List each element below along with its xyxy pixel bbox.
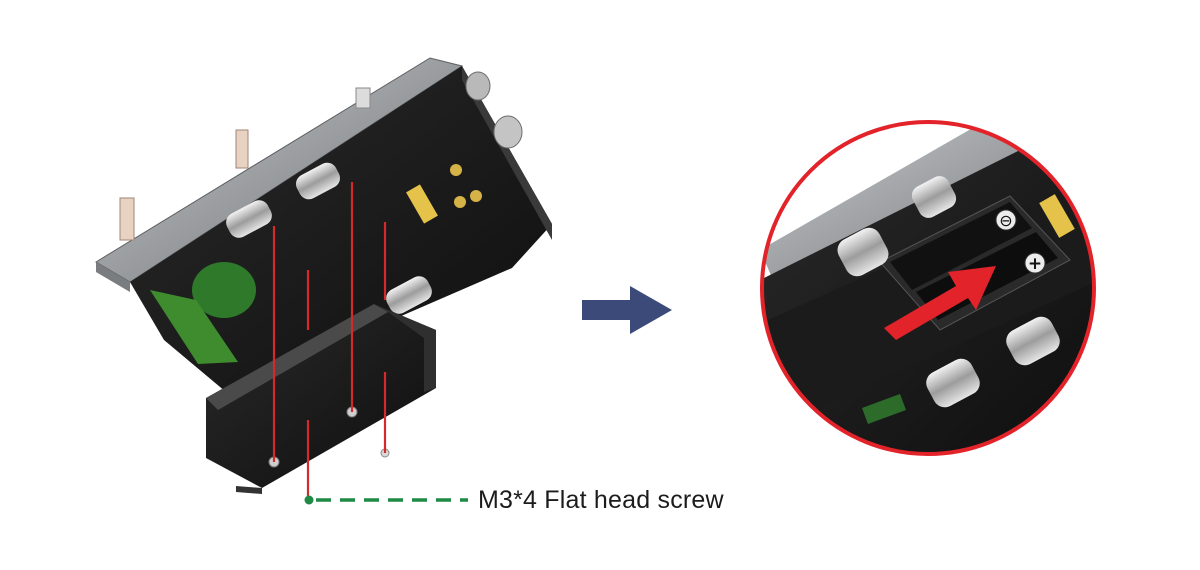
pcb-chip [406,184,438,224]
mounting-posts [119,87,371,241]
green-pcb-disc [192,262,256,318]
battery-negative-label: ⊖ [999,211,1012,230]
rollers [226,162,432,314]
right-arrow-icon [582,286,672,334]
screw-alignment-lines [272,182,387,500]
battery-positive-marker [1024,252,1046,274]
battery-positive-label: + [1028,254,1042,274]
zoom-detail: ⊖ + [760,120,1096,456]
zoom-ring [760,120,1096,456]
screw-callout-label: M3*4 Flat head screw [478,486,724,514]
screw-callout-leader [304,495,468,505]
green-pcb-strip [150,290,238,364]
insert-direction-arrow-icon [884,266,996,340]
battery-negative-marker [995,209,1017,231]
lock-body-assembly [95,57,552,392]
